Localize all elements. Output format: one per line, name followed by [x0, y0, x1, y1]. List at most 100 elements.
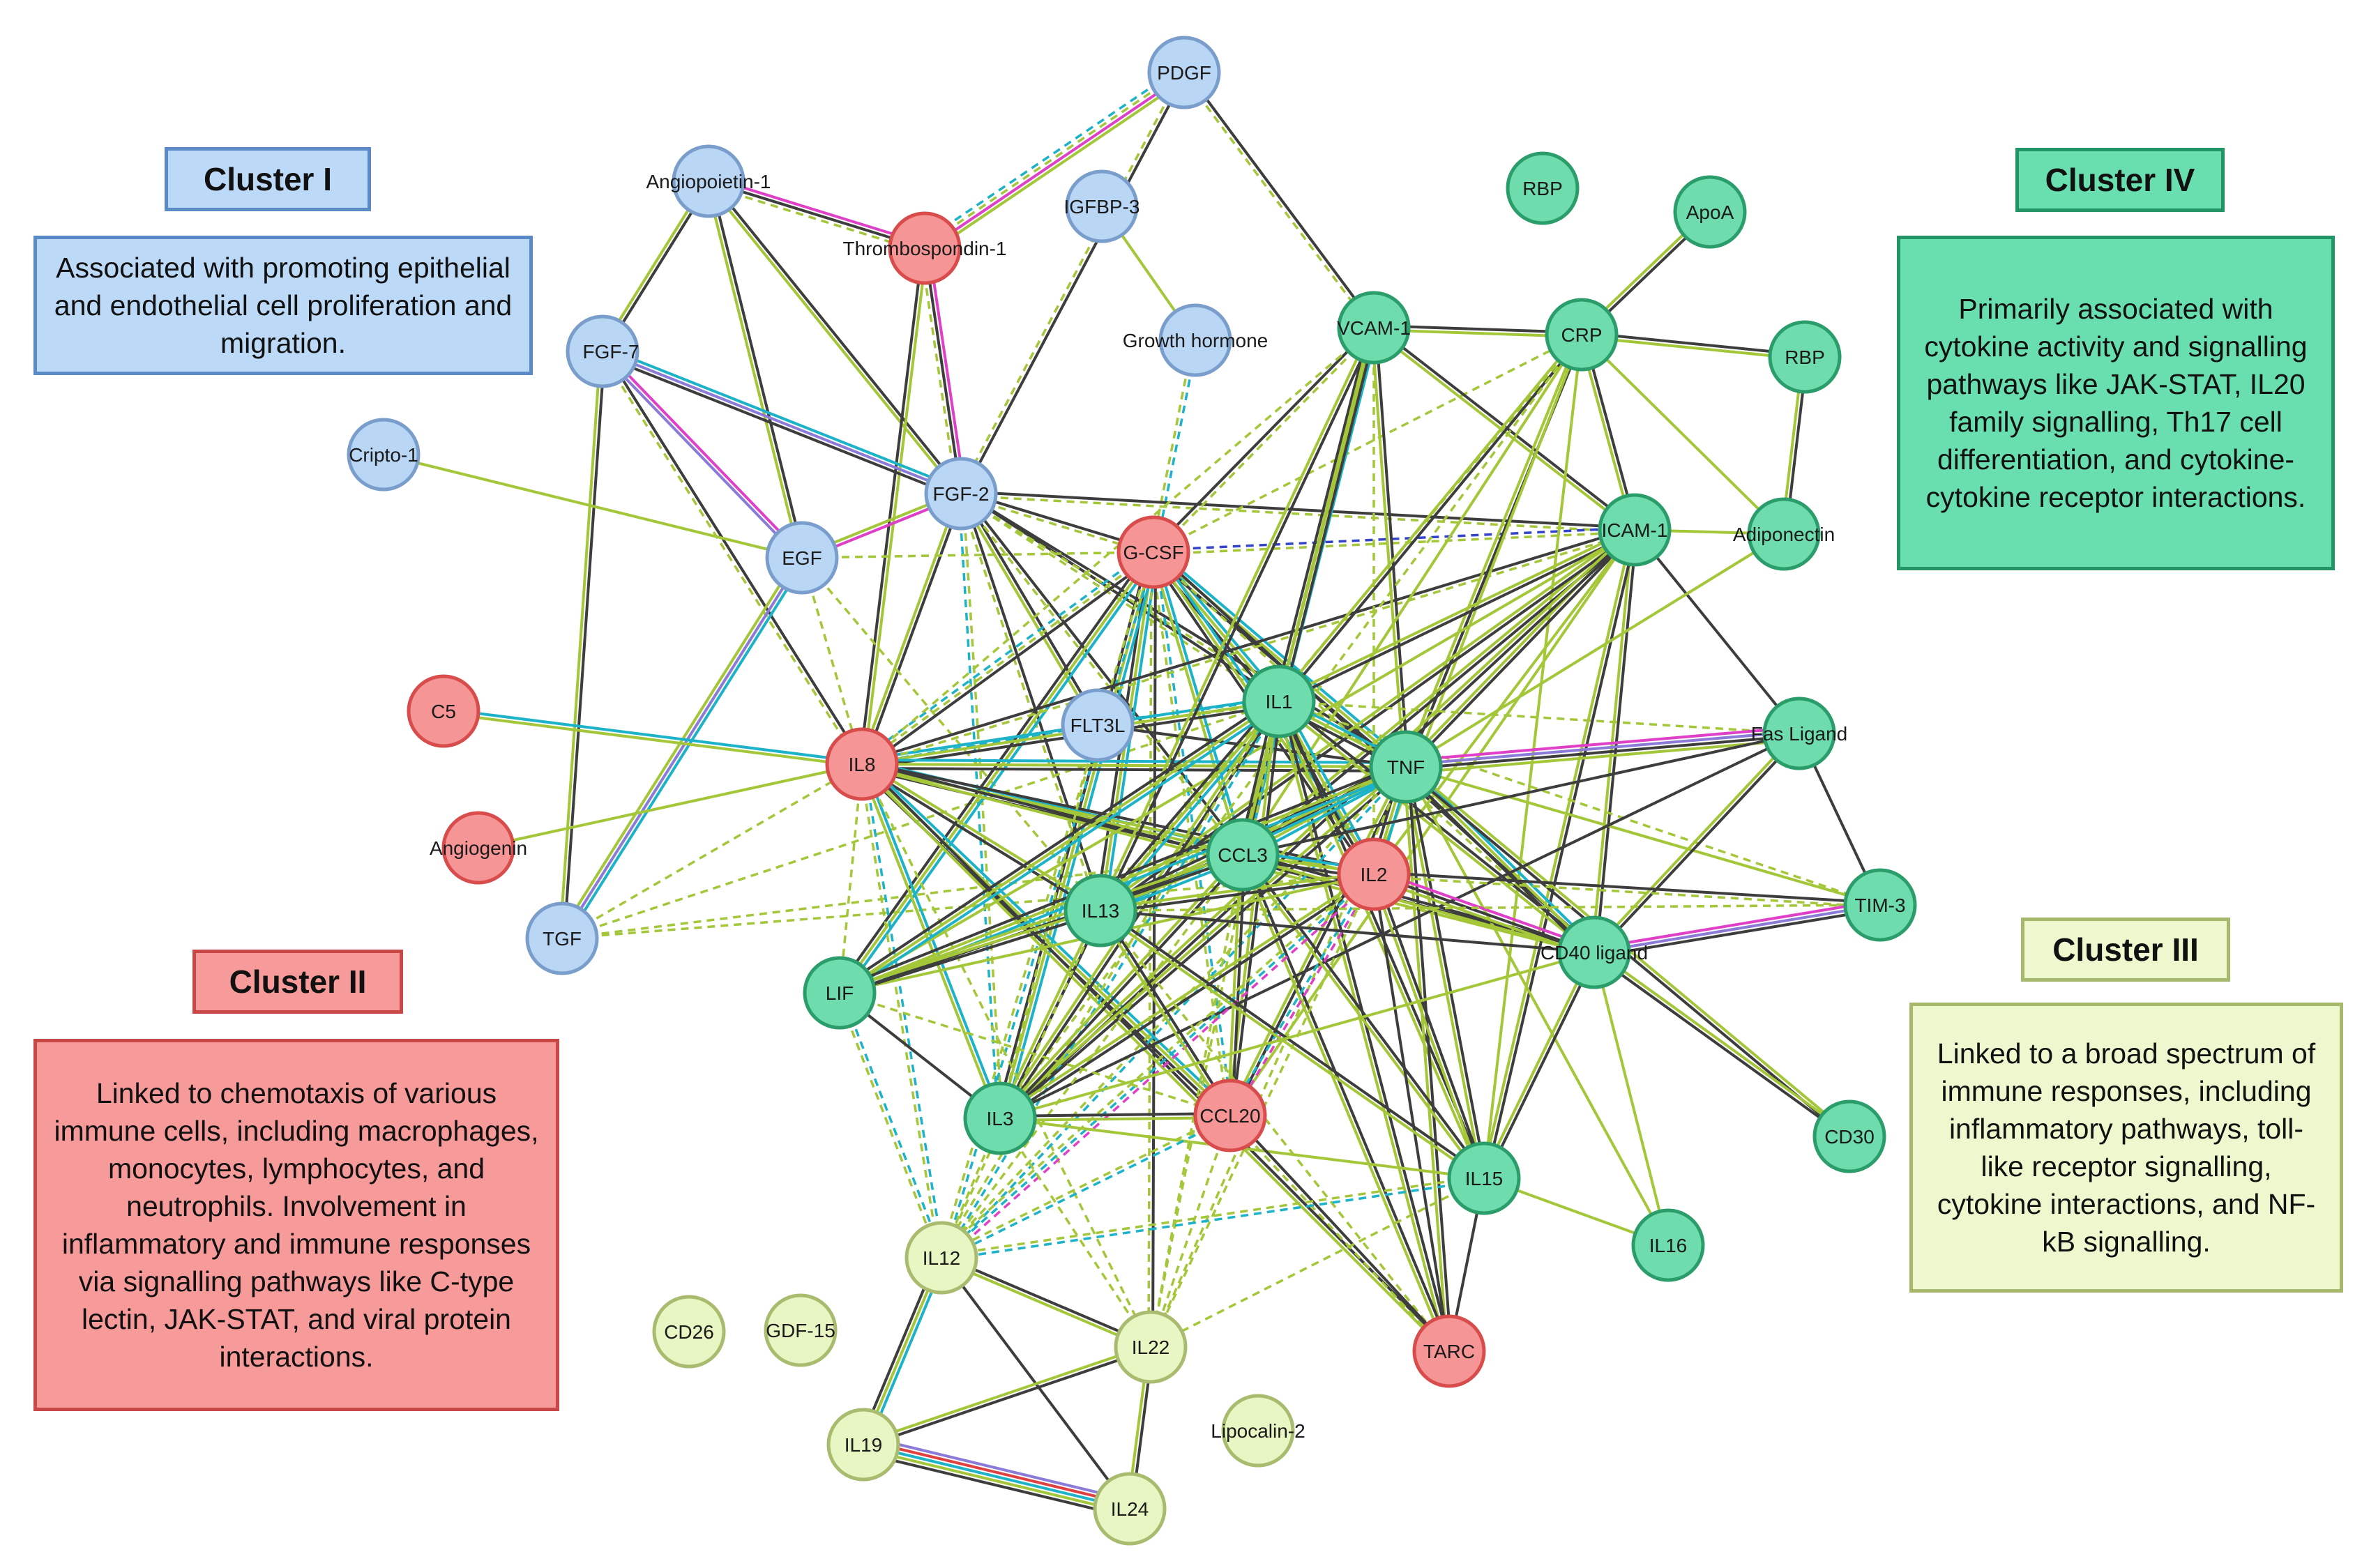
node-circle[interactable] — [1768, 320, 1842, 394]
node-circle[interactable] — [1506, 151, 1580, 225]
node-lcn2[interactable]: Lipocalin-2 — [1211, 1394, 1305, 1468]
node-il16[interactable]: IL16 — [1631, 1208, 1705, 1282]
node-circle[interactable] — [407, 674, 480, 748]
node-circle[interactable] — [1843, 868, 1917, 942]
node-circle[interactable] — [1747, 497, 1821, 571]
node-circle[interactable] — [803, 956, 877, 1030]
edge-strand — [961, 492, 1101, 725]
node-apoa[interactable]: ApoA — [1673, 175, 1747, 249]
node-circle[interactable] — [825, 727, 899, 801]
node-il1[interactable]: IL1 — [1242, 664, 1316, 738]
node-lif[interactable]: LIF — [803, 956, 877, 1030]
node-circle[interactable] — [1061, 688, 1135, 762]
node-circle[interactable] — [1063, 874, 1137, 947]
node-il13[interactable]: IL13 — [1063, 874, 1137, 947]
node-circle[interactable] — [525, 901, 599, 975]
node-cd26[interactable]: CD26 — [652, 1295, 726, 1369]
edge-strand — [1593, 904, 1881, 954]
node-circle[interactable] — [1116, 515, 1190, 589]
node-rbp1[interactable]: RBP — [1506, 151, 1580, 225]
node-circle[interactable] — [1193, 1079, 1267, 1152]
node-angiogenin[interactable]: Angiogenin — [430, 811, 527, 885]
node-circle[interactable] — [963, 1081, 1037, 1155]
node-circle[interactable] — [1065, 169, 1139, 243]
node-circle[interactable] — [1093, 1472, 1167, 1546]
node-ccl20[interactable]: CCL20 — [1193, 1079, 1267, 1152]
node-circle[interactable] — [1812, 1099, 1886, 1173]
node-circle[interactable] — [441, 811, 515, 885]
node-rbp2[interactable]: RBP — [1768, 320, 1842, 394]
node-egf[interactable]: EGF — [765, 521, 839, 595]
node-fasl[interactable]: Fas Ligand — [1751, 697, 1848, 770]
node-circle[interactable] — [924, 457, 998, 531]
node-circle[interactable] — [1369, 730, 1443, 804]
node-tnf[interactable]: TNF — [1369, 730, 1443, 804]
node-circle[interactable] — [1412, 1314, 1486, 1388]
node-tsp1[interactable]: Thrombospondin-1 — [842, 211, 1007, 285]
node-il19[interactable]: IL19 — [826, 1408, 900, 1482]
node-circle[interactable] — [904, 1221, 978, 1295]
node-circle[interactable] — [888, 211, 962, 285]
node-cd30[interactable]: CD30 — [1812, 1099, 1886, 1173]
node-circle[interactable] — [1762, 697, 1836, 770]
node-circle[interactable] — [672, 144, 745, 218]
node-circle[interactable] — [1545, 298, 1619, 372]
node-circle[interactable] — [764, 1293, 838, 1367]
node-fgf2[interactable]: FGF-2 — [924, 457, 998, 531]
edge-strand — [1097, 326, 1374, 911]
node-cripto[interactable]: Cripto-1 — [347, 418, 421, 492]
node-pdgf[interactable]: PDGF — [1147, 36, 1221, 109]
node-c5[interactable]: C5 — [407, 674, 480, 748]
node-circle[interactable] — [1673, 175, 1747, 249]
node-adipo[interactable]: Adiponectin — [1733, 497, 1835, 571]
node-cd40l[interactable]: CD40 ligand — [1540, 915, 1648, 989]
node-tarc[interactable]: TARC — [1412, 1314, 1486, 1388]
node-icam1[interactable]: ICAM-1 — [1598, 493, 1672, 567]
edge-strand — [861, 526, 1635, 764]
node-gh[interactable]: Growth hormone — [1123, 303, 1269, 377]
node-tgf[interactable]: TGF — [525, 901, 599, 975]
node-circle[interactable] — [1147, 36, 1221, 109]
node-circle[interactable] — [1447, 1141, 1521, 1215]
node-circle[interactable] — [1242, 664, 1316, 738]
node-circle[interactable] — [1206, 818, 1280, 892]
node-circle[interactable] — [652, 1295, 726, 1369]
node-circle[interactable] — [566, 314, 639, 388]
node-circle[interactable] — [1598, 493, 1672, 567]
node-circle[interactable] — [1631, 1208, 1705, 1282]
node-igfbp3[interactable]: IGFBP-3 — [1064, 169, 1140, 243]
node-circle[interactable] — [1114, 1310, 1188, 1384]
node-gdf15[interactable]: GDF-15 — [764, 1293, 838, 1367]
edge-IL2-IL22 — [1149, 874, 1375, 1348]
node-il8[interactable]: IL8 — [825, 727, 899, 801]
edge-ADIPO-TNF — [1405, 533, 1785, 768]
node-il22[interactable]: IL22 — [1114, 1310, 1188, 1384]
node-flt3l[interactable]: FLT3L — [1061, 688, 1135, 762]
node-crp[interactable]: CRP — [1545, 298, 1619, 372]
node-il24[interactable]: IL24 — [1093, 1472, 1167, 1546]
node-circle[interactable] — [1557, 915, 1631, 989]
node-il15[interactable]: IL15 — [1447, 1141, 1521, 1215]
node-il12[interactable]: IL12 — [904, 1221, 978, 1295]
node-gcsf[interactable]: G-CSF — [1116, 515, 1190, 589]
edge-CCL3-IL22 — [1149, 854, 1244, 1348]
node-circle[interactable] — [826, 1408, 900, 1482]
node-circle[interactable] — [1221, 1394, 1295, 1468]
node-vcam1[interactable]: VCAM-1 — [1337, 291, 1411, 365]
node-circle[interactable] — [1337, 837, 1411, 911]
edge-strand — [1276, 332, 1582, 701]
node-tim3[interactable]: TIM-3 — [1843, 868, 1917, 942]
node-il2[interactable]: IL2 — [1337, 837, 1411, 911]
node-circle[interactable] — [1337, 291, 1411, 365]
node-circle[interactable] — [347, 418, 421, 492]
node-circle[interactable] — [765, 521, 839, 595]
node-circle[interactable] — [1158, 303, 1232, 377]
edge-strand — [1405, 766, 1670, 1246]
node-ccl3[interactable]: CCL3 — [1206, 818, 1280, 892]
node-label: ApoA — [1686, 201, 1734, 223]
edge-strand — [1153, 531, 1635, 556]
node-il3[interactable]: IL3 — [963, 1081, 1037, 1155]
node-fgf7[interactable]: FGF-7 — [566, 314, 639, 388]
node-ang1[interactable]: Angiopoietin-1 — [646, 144, 771, 218]
